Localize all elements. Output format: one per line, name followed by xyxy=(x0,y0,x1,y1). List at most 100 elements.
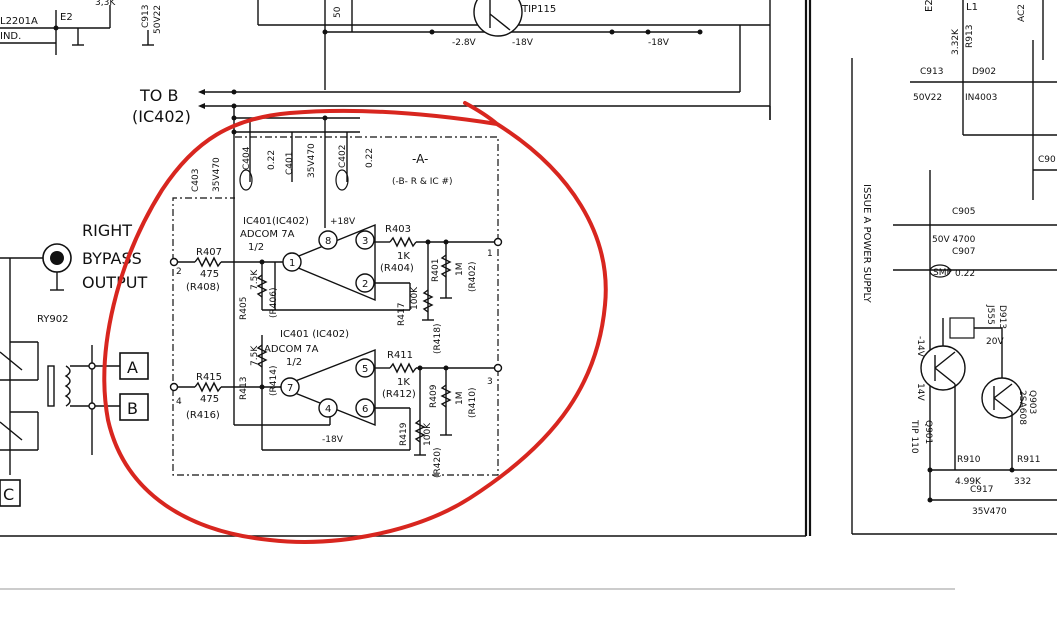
r403-label: R403 xyxy=(385,224,411,235)
pin-3: 3 xyxy=(362,236,368,247)
ic1-name: IC401(IC402) xyxy=(243,216,309,227)
node-4: 4 xyxy=(176,397,182,407)
ps-c917: C917 xyxy=(970,485,993,495)
ps-l1: L1 xyxy=(966,2,978,13)
ic2-half: 1/2 xyxy=(286,357,302,368)
ps-c907: C907 xyxy=(952,247,975,257)
r403-pair: (R404) xyxy=(380,263,414,274)
ps-r913: R913 xyxy=(965,25,975,48)
ps-smp-icon xyxy=(929,264,951,278)
r405-value: 7.5K xyxy=(250,269,260,290)
r417-pair: (R418) xyxy=(433,324,443,354)
ps-e2: E2 xyxy=(924,0,935,12)
power-supply-section: E2 L1 AC2 3.32K R913 C913 50V22 D902 IN4… xyxy=(861,0,1057,517)
ps-r911: R911 xyxy=(1017,455,1040,465)
ps-q901-value: TIP 110 xyxy=(909,419,919,454)
ps-q903: Q903 xyxy=(1027,390,1037,414)
resistor-r415 xyxy=(194,381,222,393)
r401-pair: (R402) xyxy=(468,262,478,292)
node-1: 1 xyxy=(487,249,493,259)
right-label: RIGHT xyxy=(82,221,132,240)
pin-5: 5 xyxy=(362,364,368,375)
r411-value: 1K xyxy=(397,377,410,388)
box-a-label: A xyxy=(127,358,138,377)
r401-label: R401 xyxy=(431,259,441,282)
r413-value: 7.5K xyxy=(250,345,260,366)
resistor-r407 xyxy=(194,256,222,268)
to-b-label: TO B xyxy=(139,86,178,105)
resistor-r405 xyxy=(256,274,268,298)
box-c-label: C xyxy=(3,485,14,504)
ic2-supply-label: -18V xyxy=(322,435,344,445)
r415-value: 475 xyxy=(200,394,219,405)
cap-c404: C404 xyxy=(242,146,252,170)
ic2-name: IC401 (IC402) xyxy=(280,329,349,340)
pin-1: 1 xyxy=(289,258,295,269)
r417-label: R417 xyxy=(397,303,407,326)
ps-d913: D913 xyxy=(997,305,1007,329)
r405-pair: (R406) xyxy=(269,288,279,318)
cap-c401-value: 35V470 xyxy=(307,143,317,178)
r407-label: R407 xyxy=(196,247,222,258)
smp-mark-icon xyxy=(335,169,349,191)
r411-pair: (R412) xyxy=(382,389,416,400)
r407-value: 475 xyxy=(200,269,219,280)
pin-6: 6 xyxy=(362,404,368,415)
part-l2201a: L2201A xyxy=(0,16,38,27)
ps-d913-value: J555 xyxy=(985,304,995,325)
r401-value: 1M xyxy=(455,263,465,277)
ps-r910-value: 4.99K xyxy=(955,477,982,487)
ps-r913-value: 3.32K xyxy=(951,28,961,55)
pin-8: 8 xyxy=(325,236,331,247)
r419-value: 100K xyxy=(423,422,433,446)
r409-value: 1M xyxy=(455,392,465,406)
label-c913: C913 xyxy=(141,5,151,28)
ps-c913-value: 50V22 xyxy=(913,93,942,103)
transistor-q903-icon xyxy=(981,377,1023,419)
resistor-r413 xyxy=(256,344,268,368)
box-c xyxy=(0,479,21,507)
ps-c905: C905 xyxy=(952,207,975,217)
ps-issue-title: ISSUE A POWER SUPPLY xyxy=(861,184,872,304)
r411-label: R411 xyxy=(387,350,413,361)
resistor-r401 xyxy=(440,254,452,278)
resistor-r419 xyxy=(414,419,426,443)
label-50: 50 xyxy=(333,6,343,18)
cap-c402-value: 0.22 xyxy=(365,148,375,168)
red-annotation-circle xyxy=(102,101,608,544)
ps-ac2: AC2 xyxy=(1017,4,1027,22)
r417-value: 100K xyxy=(410,286,420,310)
cap-c404-value: 0.22 xyxy=(267,150,277,170)
to-b-label-group: TO B (IC402) xyxy=(132,86,205,126)
ps-v20: 20V xyxy=(986,337,1004,347)
ps-d902: D902 xyxy=(972,67,996,77)
section-a-title: -A- xyxy=(412,152,428,166)
resistor-r417 xyxy=(422,289,434,313)
label-tip115: TIP115 xyxy=(521,4,556,15)
cap-c403: C403 xyxy=(191,169,201,192)
ps-v14: -14V xyxy=(915,336,925,358)
r419-pair: (R420) xyxy=(433,448,443,478)
ps-smp-label: SMP xyxy=(933,268,952,278)
ic1-half: 1/2 xyxy=(248,242,264,253)
r413-pair: (R414) xyxy=(269,366,279,396)
box-b-label: B xyxy=(127,399,138,418)
ps-r910: R910 xyxy=(957,455,981,465)
r409-pair: (R410) xyxy=(468,388,478,418)
node-2: 2 xyxy=(176,267,182,277)
label-3k3: 3,3K xyxy=(95,0,116,8)
ps-d902-value: IN4003 xyxy=(965,93,997,103)
resistor-r409 xyxy=(440,384,452,408)
section-a-note: (-B- R & IC #) xyxy=(392,177,453,187)
r403-value: 1K xyxy=(397,251,410,262)
label-volt-minus-2-8: -2.8V xyxy=(452,38,477,48)
r405-label: R405 xyxy=(239,297,249,320)
top-left-fragment: L2201A IND. E2 3,3K C913 50V22 xyxy=(0,0,163,55)
cap-c403-value: 35V470 xyxy=(212,157,222,192)
ps-q901: Q901 xyxy=(923,420,933,444)
resistor-r411 xyxy=(389,362,417,374)
r407-pair: (R408) xyxy=(186,282,220,293)
ic1-type: ADCOM 7A xyxy=(240,229,295,240)
box-a xyxy=(119,352,149,380)
